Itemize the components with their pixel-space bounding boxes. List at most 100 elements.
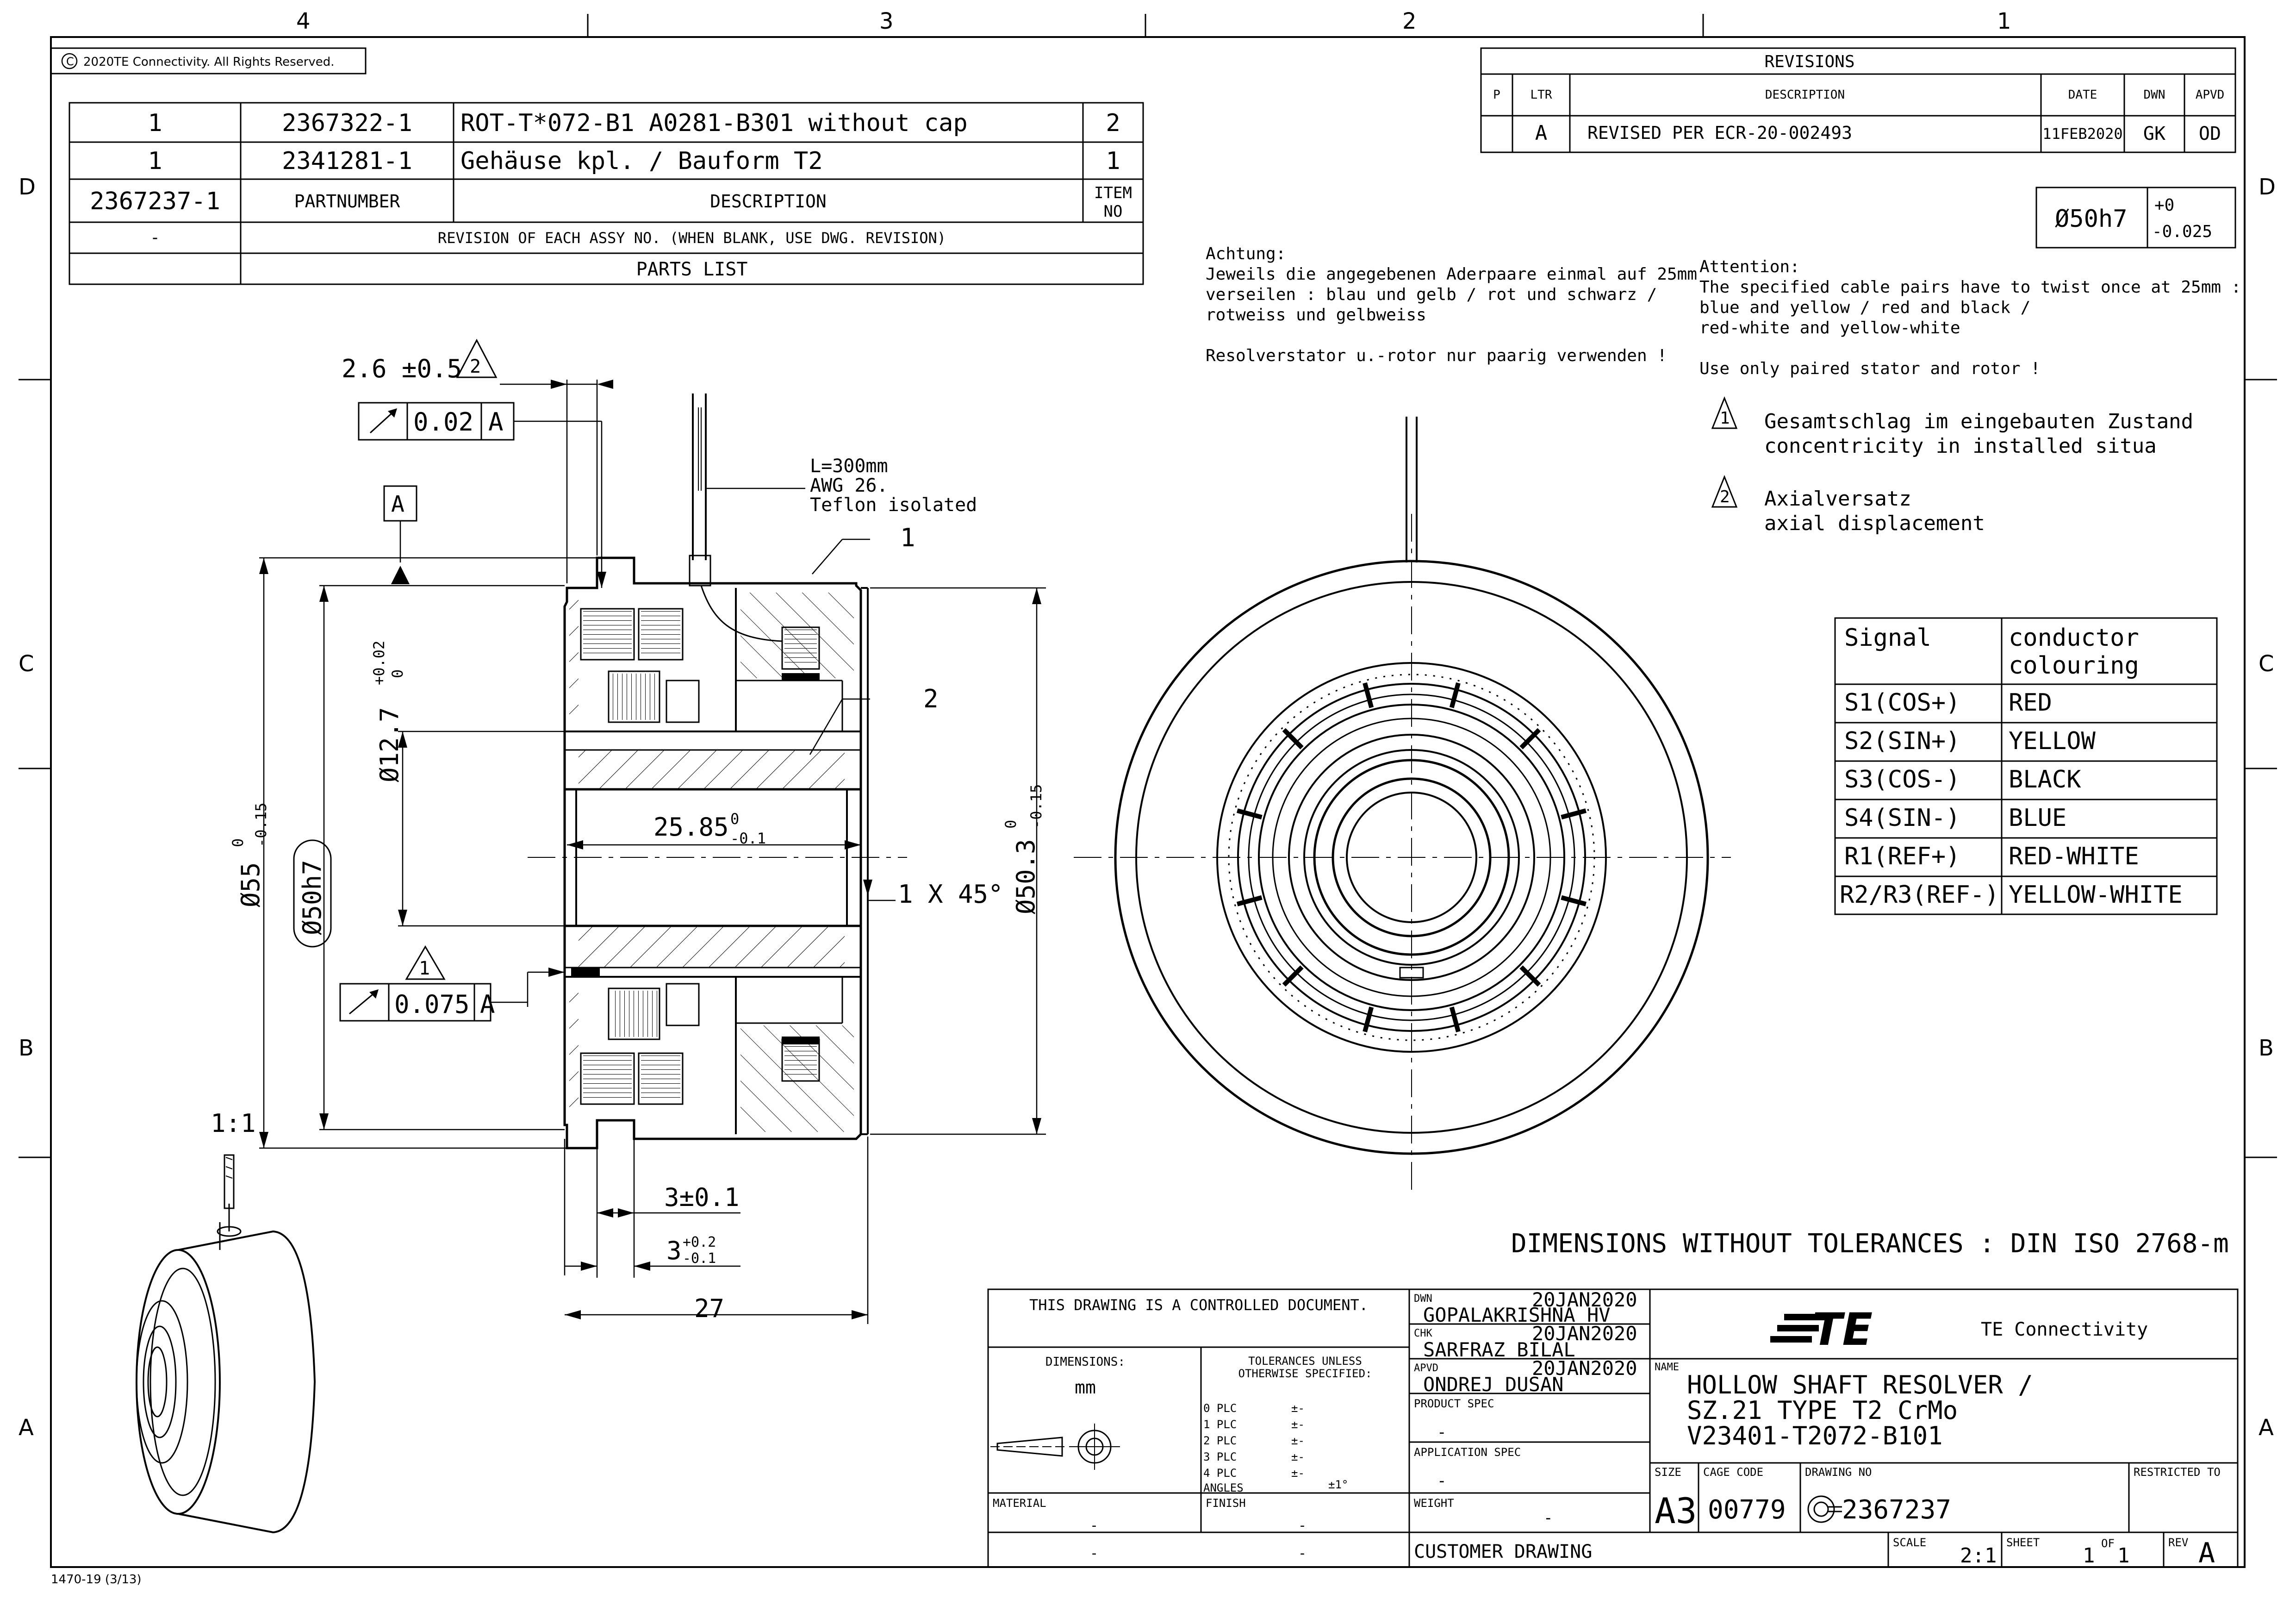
drawing-title-1: HOLLOW SHAFT RESOLVER / bbox=[1687, 1370, 2033, 1399]
svg-text:25.85: 25.85 bbox=[653, 812, 729, 842]
revisions-table: REVISIONS P LTR DESCRIPTION DATE DWN APV… bbox=[1480, 47, 2236, 153]
svg-text:Ø50h7: Ø50h7 bbox=[2055, 205, 2128, 233]
svg-text:S1(COS+): S1(COS+) bbox=[1844, 689, 1960, 717]
stator-slot bbox=[1282, 965, 1304, 987]
drawing-title-2: SZ.21 TYPE T2 CrMo bbox=[1687, 1396, 1958, 1425]
svg-text:A: A bbox=[480, 990, 495, 1019]
rev-dash: - bbox=[150, 228, 160, 247]
svg-text:Ø50.3: Ø50.3 bbox=[1011, 839, 1040, 914]
drawing-number: 2367237 bbox=[1842, 1495, 1951, 1525]
svg-text:Teflon isolated: Teflon isolated bbox=[810, 494, 977, 516]
svg-text:±-: ±- bbox=[1291, 1434, 1305, 1447]
dimension-arrows bbox=[259, 380, 1041, 1319]
svg-text:BLUE: BLUE bbox=[2009, 804, 2066, 832]
svg-text:CHK: CHK bbox=[1414, 1328, 1432, 1339]
svg-text:-: - bbox=[1437, 1423, 1446, 1442]
svg-text:R1(REF+): R1(REF+) bbox=[1844, 843, 1960, 870]
svg-text:DATE: DATE bbox=[2068, 88, 2097, 102]
dim-bore: Ø12.7 +0.02 0 bbox=[370, 641, 406, 782]
svg-text:CAGE CODE: CAGE CODE bbox=[1703, 1466, 1763, 1479]
svg-text:PRODUCT SPEC: PRODUCT SPEC bbox=[1414, 1397, 1494, 1410]
svg-text:CUSTOMER DRAWING: CUSTOMER DRAWING bbox=[1414, 1541, 1592, 1562]
stator-slot bbox=[1363, 682, 1374, 708]
drawing-number-symbol bbox=[1807, 1495, 1842, 1523]
copyright-text: 2020TE Connectivity. All Rights Reserved… bbox=[83, 55, 335, 69]
svg-text:RED: RED bbox=[2009, 689, 2052, 717]
svg-text:2: 2 bbox=[470, 356, 481, 377]
svg-text:DESCRIPTION: DESCRIPTION bbox=[1765, 88, 1845, 102]
svg-text:DWN: DWN bbox=[2144, 88, 2165, 102]
svg-text:DRAWING NO: DRAWING NO bbox=[1805, 1466, 1872, 1479]
zone-row-b-right: B bbox=[2259, 1035, 2274, 1061]
svg-text:MATERIAL: MATERIAL bbox=[993, 1497, 1046, 1510]
parts-row1-description: ROT-T*072-B1 A0281-B301 without cap bbox=[460, 109, 968, 137]
parts-row1-qty: 1 bbox=[148, 109, 162, 137]
fcf-runout-1: 0.02 A bbox=[358, 402, 515, 441]
svg-text:OF: OF bbox=[2101, 1537, 2115, 1550]
svg-text:Use only paired stator and rot: Use only paired stator and rotor ! bbox=[1699, 359, 2041, 378]
stator-slot bbox=[1519, 728, 1541, 750]
note-1: 1 Gesamtschlag im eingebauten Zustand co… bbox=[1711, 396, 2193, 458]
svg-text:1: 1 bbox=[1720, 409, 1730, 428]
title-block: THIS DRAWING IS A CONTROLLED DOCUMENT. D… bbox=[987, 1288, 2239, 1569]
svg-text:-: - bbox=[1090, 1518, 1098, 1534]
svg-text:The specified cable pairs have: The specified cable pairs have to twist … bbox=[1699, 278, 2241, 297]
notes-german: Achtung: Jeweils die angegebenen Aderpaa… bbox=[1206, 244, 1697, 365]
callout-1: 1 bbox=[900, 523, 915, 552]
svg-text:ONDREJ DUSAN: ONDREJ DUSAN bbox=[1423, 1373, 1563, 1396]
svg-text:mm: mm bbox=[1075, 1377, 1096, 1398]
svg-text:SCALE: SCALE bbox=[1893, 1536, 1926, 1549]
drawing-title-3: V23401-T2072-B101 bbox=[1687, 1421, 1943, 1450]
svg-text:APVD: APVD bbox=[1414, 1362, 1438, 1374]
svg-text:TOLERANCES UNLESS: TOLERANCES UNLESS bbox=[1248, 1355, 1362, 1368]
svg-text:TE: TE bbox=[1812, 1304, 1873, 1355]
iso-scale: 1:1 bbox=[211, 1109, 256, 1138]
svg-text:FINISH: FINISH bbox=[1206, 1497, 1246, 1510]
svg-text:red-white and yellow-white: red-white and yellow-white bbox=[1699, 319, 1960, 337]
svg-text:±-: ±- bbox=[1291, 1450, 1305, 1463]
svg-text:±1°: ±1° bbox=[1328, 1478, 1348, 1491]
svg-text:-0.15: -0.15 bbox=[1027, 784, 1045, 829]
revision-note: REVISION OF EACH ASSY NO. (WHEN BLANK, U… bbox=[438, 229, 946, 247]
stator-slot bbox=[1561, 895, 1587, 906]
svg-text:ANGLES: ANGLES bbox=[1203, 1481, 1244, 1494]
svg-text:Axialversatz: Axialversatz bbox=[1764, 487, 1911, 511]
signal-table: Signal conductor colouring S1(COS+) RED … bbox=[1834, 617, 2218, 915]
signal-header: Signal bbox=[1844, 624, 1931, 652]
svg-text:1: 1 bbox=[419, 958, 430, 979]
svg-text:+0.2: +0.2 bbox=[683, 1234, 716, 1250]
zone-row-d-left: D bbox=[19, 174, 36, 200]
stator-slot bbox=[1236, 895, 1263, 906]
scale-value: 2:1 bbox=[1960, 1544, 1997, 1568]
svg-text:-0.1: -0.1 bbox=[683, 1250, 716, 1267]
section-hatching bbox=[569, 593, 854, 1132]
svg-text:2 PLC: 2 PLC bbox=[1203, 1434, 1237, 1447]
svg-text:0: 0 bbox=[389, 669, 406, 678]
svg-text:-: - bbox=[1543, 1509, 1553, 1527]
svg-text:GOPALAKRISHNA HV: GOPALAKRISHNA HV bbox=[1423, 1304, 1611, 1326]
svg-text:P: P bbox=[1493, 88, 1500, 102]
svg-text:0.02: 0.02 bbox=[413, 407, 473, 437]
svg-text:Resolverstator u.-rotor nur pa: Resolverstator u.-rotor nur paarig verwe… bbox=[1206, 346, 1667, 365]
svg-text:-: - bbox=[1298, 1518, 1307, 1534]
svg-text:Ø55: Ø55 bbox=[236, 862, 265, 907]
svg-text:Attention:: Attention: bbox=[1699, 257, 1800, 276]
svg-text:YELLOW-WHITE: YELLOW-WHITE bbox=[2009, 881, 2183, 909]
section-dimensions bbox=[259, 380, 1046, 1324]
parts-row1-item: 2 bbox=[1106, 109, 1120, 137]
svg-text:LTR: LTR bbox=[1531, 88, 1552, 102]
svg-text:A: A bbox=[488, 407, 504, 437]
svg-text:20JAN2020: 20JAN2020 bbox=[1532, 1322, 1637, 1345]
dim-od50: Ø50h7 bbox=[293, 839, 332, 948]
svg-text:-: - bbox=[1437, 1472, 1446, 1490]
zone-col-4: 4 bbox=[296, 8, 311, 34]
svg-text:Ø50h7: Ø50h7 bbox=[298, 860, 327, 935]
parts-row2-qty: 1 bbox=[148, 147, 162, 175]
dim-od503: Ø50.3 0 -0.15 bbox=[1002, 784, 1045, 914]
svg-text:Achtung:: Achtung: bbox=[1206, 244, 1286, 263]
cage-code: 00779 bbox=[1708, 1495, 1786, 1525]
svg-text:DWN: DWN bbox=[1414, 1293, 1432, 1305]
svg-text:+0.02: +0.02 bbox=[370, 641, 388, 685]
svg-text:-0.15: -0.15 bbox=[252, 803, 270, 847]
